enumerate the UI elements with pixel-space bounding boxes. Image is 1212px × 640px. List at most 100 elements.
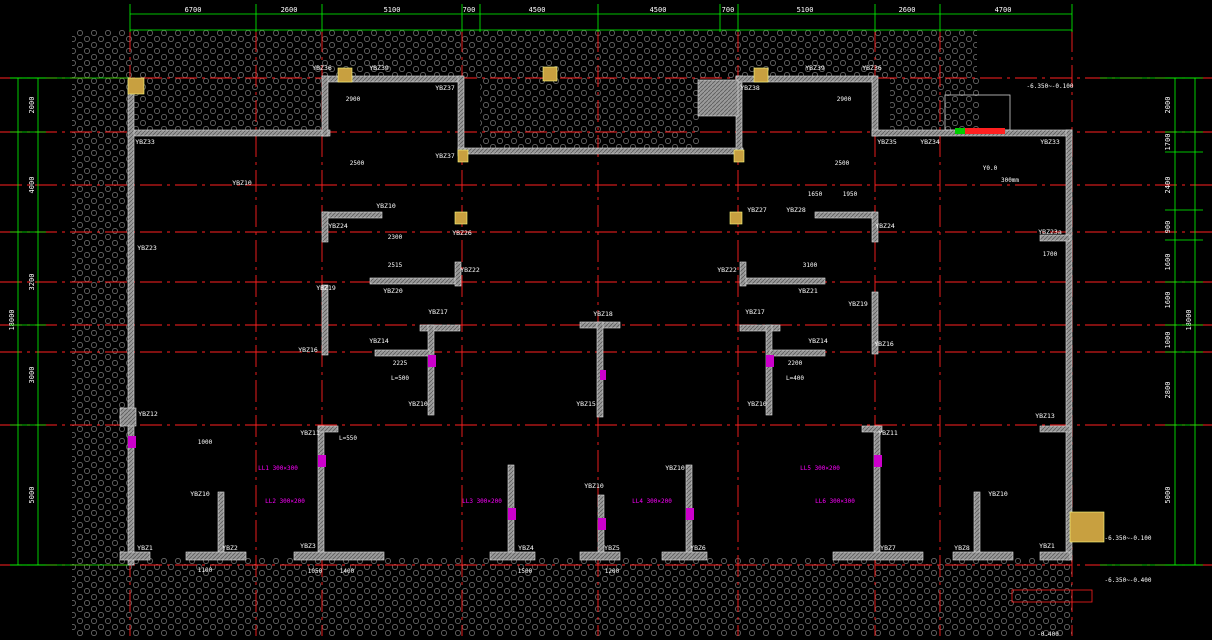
column-label-bottom_row-0: YBZ1 [137,544,153,552]
col-fill-7 [454,211,468,225]
top-dim-2: 5100 [384,6,401,14]
wall-bottom-6 [661,551,708,561]
left-dim-0: 2000 [28,97,36,114]
wall-bottom-4 [489,551,536,561]
column-label-top_row-2: YBZ39 [369,64,389,72]
column-label-bottom_row-5: YBZ6 [690,544,706,552]
col-fill-5 [457,149,469,163]
column-label-bottom_row-6: YBZ7 [880,544,896,552]
left-total: 18000 [8,309,16,330]
wall-bottom-9 [1039,551,1071,561]
wall-dim-4: 2300 [388,234,403,241]
column-label-top_row-3: YBZ37 [435,84,455,92]
beam-tag-1: LL2 300×200 [265,498,305,505]
beam-tag-3: LL4 300×200 [632,498,672,505]
wall-top-left [129,129,331,137]
wall-dim-18: L=550 [339,435,357,442]
column-label-upper-2: YBZ24 [328,222,348,230]
wall-mid-3 [374,349,431,357]
right-dim-2: 2400 [1164,177,1172,194]
wall-dim-19: L=500 [391,375,409,382]
wall-bottom-5 [579,551,621,561]
left-dim-1: 4000 [28,177,36,194]
wall-ui-1 [321,211,383,219]
wall-mid-2 [427,324,435,416]
column-label-top_row-0: YBZ33 [135,138,155,146]
column-label-lower-4: YBZ11 [300,429,320,437]
column-label-upper-6: YBZ24 [875,222,895,230]
left-dim-2: 3200 [28,274,36,291]
detail-green [955,128,965,134]
column-label-bottom_row-3: YBZ4 [518,544,534,552]
walls [119,75,1073,566]
wall-low-3 [317,425,339,433]
wall-dim-1: 2500 [350,160,365,167]
beam-tag-5: LL6 300×300 [815,498,855,505]
column-label-bottom_row-2: YBZ3 [300,542,316,550]
wall-right-outer [1065,129,1073,561]
right-dim-5: 1600 [1164,292,1172,309]
column-label-lower-2: YBZ10 [747,400,767,408]
wall-ui-3 [814,211,876,219]
beam-tag-0: LL1 300×300 [258,465,298,472]
wall-ui-2 [321,211,329,243]
column-label-middle-2: YBZ22 [460,266,480,274]
column-label-top_row-1: YBZ36 [312,64,332,72]
top-dim-1: 2600 [281,6,298,14]
column-label-middle-11: YBZ14 [369,337,389,345]
col-fill-6 [733,149,745,163]
left-dim-4: 5000 [28,487,36,504]
wall-dim-14: 1050 [308,568,323,575]
notes: -6.350~-0.100-6.350~-0.100-6.350~-0.400-… [258,83,1152,638]
wall-room1-right [457,75,465,157]
column-label-middle-7: YBZ17 [428,308,448,316]
col-fill-3 [542,66,558,82]
hatch-top-inner-mid [480,78,700,148]
wall-bottom-8 [952,551,1014,561]
wall-dim-5: 2515 [388,262,403,269]
col-fill-9 [1069,511,1105,543]
column-label-top_row-9: YBZ36 [862,64,882,72]
column-label-bottom_row-1: YBZ2 [222,544,238,552]
wall-low-2 [317,425,325,559]
column-label-bottom_row-11: YBZ10 [665,464,685,472]
col-hl-7 [428,355,436,367]
column-label-upper-4: YBZ27 [747,206,767,214]
column-label-top_row-4: YBZ37 [435,152,455,160]
wall-dim-13: 1100 [198,567,213,574]
col-hl-2 [318,455,326,467]
beam-tag-2: LL3 300×200 [462,498,502,505]
filled-columns [127,66,1105,543]
col-hl-5 [686,508,694,520]
wall-left-outer [127,79,135,566]
col-hl-9 [600,370,606,380]
wall-dim-2: 2900 [837,96,852,103]
column-label-middle-10: YBZ16 [298,346,318,354]
wall-dim-8: 2200 [788,360,803,367]
column-label-middle-8: YBZ17 [745,308,765,316]
detail-bottom-box [1011,589,1093,603]
column-label-middle-5: YBZ19 [848,300,868,308]
wall-mid-8 [769,349,826,357]
wall-bottom-7 [832,551,924,561]
right-dim-8: 5000 [1164,487,1172,504]
column-label-upper-3: YBZ26 [452,229,472,237]
hatch-top [72,30,977,78]
note-elev-2: 300mm [1001,177,1019,184]
wall-mid-1 [419,324,461,332]
column-label-bottom_row-4: YBZ5 [604,544,620,552]
column-label-lower-3: YBZ12 [138,410,158,418]
note-right-mid-2: -6.350~-0.400 [1105,577,1152,584]
wall-ui-5 [369,277,461,285]
wall-ui-9 [321,284,329,356]
wall-dim-7: 2225 [393,360,408,367]
column-label-top_row-8: YBZ33 [1040,138,1060,146]
wall-bottom-1 [119,551,151,561]
wall-bottom-2 [185,551,247,561]
hatch-top-inner-left [130,78,325,133]
column-label-top_row-10: YBZ34 [920,138,940,146]
wall-dim-6: 3100 [803,262,818,269]
